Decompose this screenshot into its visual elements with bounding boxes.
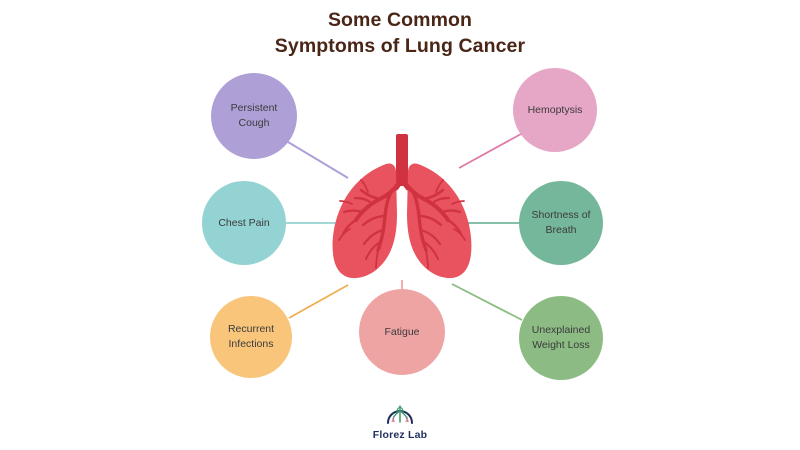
symptom-label-recurrent-infections: Recurrent Infections xyxy=(227,323,275,350)
symptom-bubble-chest-pain[interactable]: Chest Pain xyxy=(202,181,286,265)
trachea xyxy=(396,134,408,186)
symptom-bubble-shortness-of-breath[interactable]: Shortness of Breath xyxy=(519,181,603,265)
symptom-bubble-recurrent-infections[interactable]: Recurrent Infections xyxy=(210,296,292,378)
symptom-label-fatigue: Fatigue xyxy=(384,325,420,338)
symptom-label-shortness-of-breath: Shortness of Breath xyxy=(531,209,591,236)
symptom-bubble-hemoptysis[interactable]: Hemoptysis xyxy=(513,68,597,152)
connector-persistent-cough xyxy=(287,141,349,179)
lungs-icon xyxy=(332,134,472,279)
symptom-label-unexplained-weight-loss: Unexplained Weight Loss xyxy=(531,324,591,351)
carina xyxy=(393,177,411,191)
connector-unexplained-weight-loss xyxy=(451,283,523,321)
page-title: Some Common Symptoms of Lung Cancer xyxy=(0,8,800,59)
page-title-line-2: Symptoms of Lung Cancer xyxy=(274,34,526,57)
symptom-bubble-unexplained-weight-loss[interactable]: Unexplained Weight Loss xyxy=(519,296,603,380)
symptom-label-persistent-cough: Persistent Cough xyxy=(230,102,278,129)
left-lung-body xyxy=(332,163,397,279)
page-title-line-1: Some Common xyxy=(327,9,473,31)
symptom-label-hemoptysis: Hemoptysis xyxy=(527,103,583,116)
brand-logo-text: Florez Lab xyxy=(372,429,428,441)
symptom-bubble-persistent-cough[interactable]: Persistent Cough xyxy=(211,73,297,159)
symptom-bubble-fatigue[interactable]: Fatigue xyxy=(359,289,445,375)
connector-recurrent-infections xyxy=(288,284,349,319)
connector-hemoptysis xyxy=(458,133,522,169)
brand-logo[interactable]: Florez Lab xyxy=(0,402,800,441)
symptom-label-chest-pain: Chest Pain xyxy=(218,216,270,229)
left-bronchial-tree xyxy=(338,179,400,269)
right-lung-body xyxy=(407,163,472,279)
florez-lab-logo-icon xyxy=(387,405,413,424)
